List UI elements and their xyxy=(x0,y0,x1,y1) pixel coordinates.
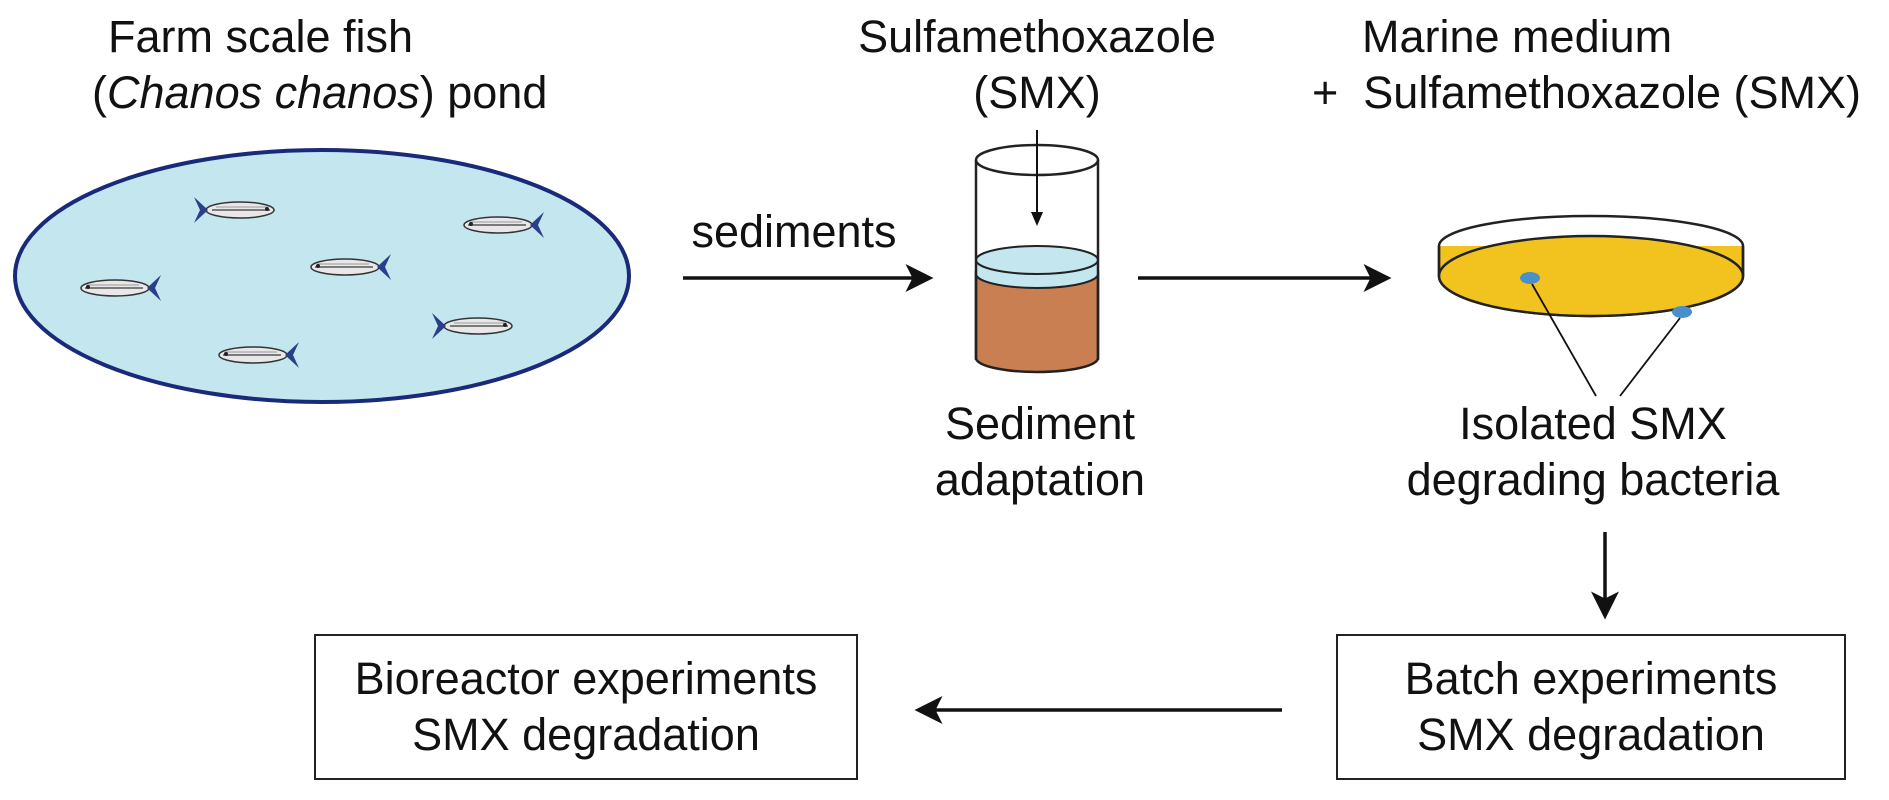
column-heading-line2: (SMX) xyxy=(973,67,1101,118)
pond-close-paren: ) xyxy=(419,67,435,118)
batch-line1: Batch experiments xyxy=(1404,653,1778,704)
bioreactor-experiments-box: Bioreactor experiments SMX degradation xyxy=(314,634,858,780)
bioreactor-line2: SMX degradation xyxy=(412,709,760,760)
plate-smx: Sulfamethoxazole (SMX) xyxy=(1363,67,1861,118)
column-heading-line1: Sulfamethoxazole xyxy=(858,11,1216,62)
plate-caption-line2: degrading bacteria xyxy=(1406,454,1780,505)
bacterial-colony xyxy=(1672,306,1692,318)
batch-experiments-box: Batch experiments SMX degradation xyxy=(1336,634,1846,780)
column-caption-line1: Sediment xyxy=(944,398,1136,449)
plate-plus: + xyxy=(1312,67,1339,118)
plate-heading-line1: Marine medium xyxy=(1362,11,1673,62)
pond-title-line1: Farm scale fish xyxy=(108,11,414,62)
pond-open-paren: ( xyxy=(92,67,107,118)
batch-line2: SMX degradation xyxy=(1417,709,1765,760)
sediments-label: sediments xyxy=(691,206,897,257)
sediment-column xyxy=(974,130,1100,374)
pond-suffix: pond xyxy=(447,67,548,118)
pond-species: Chanos chanos xyxy=(107,67,420,118)
pond-title-line2: (Chanos chanos) pond xyxy=(92,64,547,122)
bacterial-colony xyxy=(1520,272,1540,284)
plate-heading-line2: + Sulfamethoxazole (SMX) xyxy=(1312,64,1861,122)
bioreactor-line1: Bioreactor experiments xyxy=(354,653,818,704)
petri-plate xyxy=(1437,214,1745,397)
fish-pond xyxy=(13,148,631,404)
column-caption-line2: adaptation xyxy=(934,454,1146,505)
plate-caption-line1: Isolated SMX xyxy=(1459,398,1727,449)
